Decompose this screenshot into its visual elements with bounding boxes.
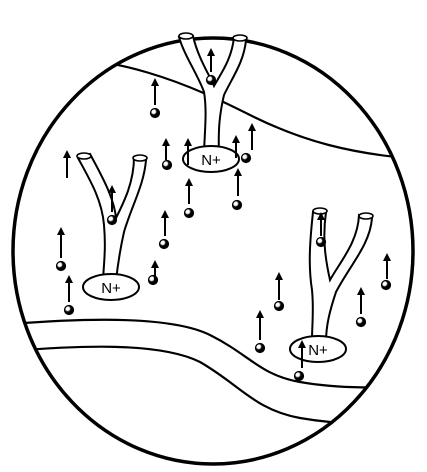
arrow-up-icon [248,123,256,150]
sphere-icon [108,216,117,225]
arrow-up-icon [57,227,65,258]
arrow-up-icon [357,287,365,314]
ion-label-top: N+ [201,152,221,169]
arrow-up-icon [162,138,170,160]
sphere-icon [256,344,265,353]
arrow-up-icon [256,310,264,340]
arrow-up-icon [234,168,242,196]
sphere-icon [275,302,284,311]
sphere-icon [160,240,169,249]
sphere-icon [242,154,251,163]
sphere-icon [207,76,216,85]
sphere-icon [185,209,194,218]
sphere-icon [65,306,74,315]
arrow-up-icon [63,150,71,178]
ion-label-left: N+ [101,280,121,297]
receptor-complex-right: N+ [290,208,373,362]
arrow-up-icon [161,210,169,236]
lower-membrane-line-bottom [0,347,427,424]
sphere-icon [317,238,326,247]
arrow-up-icon [185,178,193,204]
arrow-up-icon [207,48,215,72]
ion-label-right: N+ [308,342,328,359]
receptor-complex-left: N+ [77,153,147,300]
arrow-up-icon [383,253,391,279]
sphere-icon [57,262,66,271]
sphere-icon [233,201,242,210]
sphere-icon [382,281,391,290]
arrow-up-icon [65,275,73,302]
lower-membrane-line-top [0,320,427,388]
sphere-icon [295,372,304,381]
arrow-up-icon [151,78,159,105]
sphere-icon [151,109,160,118]
sphere-icon [357,318,366,327]
sphere-icon [149,276,158,285]
sphere-icon [163,161,172,170]
arrow-up-icon [275,272,283,300]
